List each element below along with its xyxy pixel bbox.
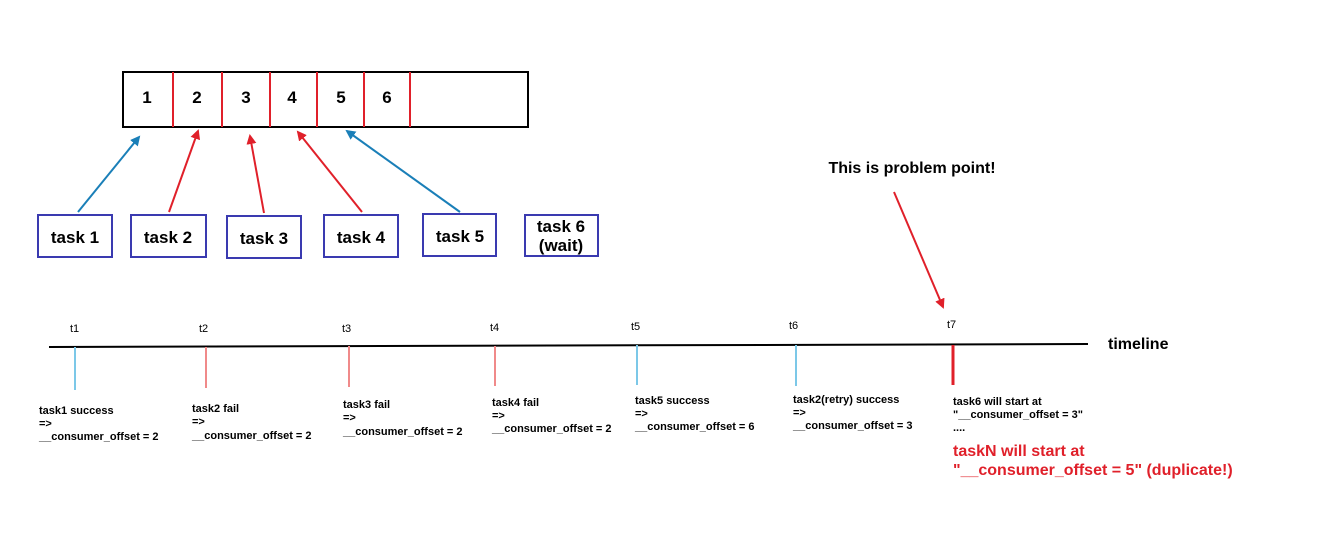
queue-cell-3: 3 <box>241 88 250 107</box>
event-t6-line1: task2(retry) success <box>793 394 899 406</box>
queue-cell-5: 5 <box>336 88 345 107</box>
tick-label-t5: t5 <box>631 321 640 333</box>
event-t7-line2: "__consumer_offset = 3" <box>953 409 1083 421</box>
tick-label-t4: t4 <box>490 322 499 334</box>
tick-label-t3: t3 <box>342 323 351 335</box>
event-t2-line1: task2 fail <box>192 403 239 415</box>
task-box-1 <box>37 214 113 258</box>
tick-label-t2: t2 <box>199 323 208 335</box>
task-box-2 <box>130 214 207 258</box>
task-box-6 <box>524 214 599 257</box>
tick-label-t7: t7 <box>947 319 956 331</box>
event-t4-line2: => <box>492 410 505 422</box>
event-t5-line3: __consumer_offset = 6 <box>634 421 755 433</box>
tick-label-t6: t6 <box>789 320 798 332</box>
task-label-6-line1: task 6 <box>537 217 585 236</box>
queue-cell-4: 4 <box>287 88 297 107</box>
task-label-1: task 1 <box>51 228 99 247</box>
event-t3-line2: => <box>343 412 356 424</box>
event-t2-line3: __consumer_offset = 2 <box>191 430 312 442</box>
task-label-4: task 4 <box>337 228 386 247</box>
problem-arrow <box>893 191 945 309</box>
task-box-5 <box>422 213 497 257</box>
tick-label-t1: t1 <box>70 323 79 335</box>
partition-queue: 1 2 3 4 5 6 <box>122 71 529 128</box>
event-t6-line3: __consumer_offset = 3 <box>792 420 913 432</box>
event-t2-line2: => <box>192 416 205 428</box>
queue-cell-1: 1 <box>142 88 151 107</box>
event-t7-line3: .... <box>953 422 965 434</box>
duplicate-note-line2: "__consumer_offset = 5" (duplicate!) <box>953 462 1233 479</box>
task-arrows <box>77 129 461 214</box>
event-t1-line3: __consumer_offset = 2 <box>38 431 159 443</box>
arrow-task5 <box>345 129 461 213</box>
timeline-axis <box>48 343 1089 348</box>
task-box-4 <box>323 214 399 258</box>
problem-point-label: This is problem point! <box>828 160 995 177</box>
task-label-2: task 2 <box>144 228 192 247</box>
task-box-3 <box>226 215 302 259</box>
task-label-3: task 3 <box>240 229 288 248</box>
queue-cell-6: 6 <box>382 88 391 107</box>
event-t5-line1: task5 success <box>635 395 710 407</box>
queue-frame <box>122 71 529 128</box>
event-t4-line1: task4 fail <box>492 397 539 409</box>
event-t3-line1: task3 fail <box>343 399 390 411</box>
event-t5-line2: => <box>635 408 648 420</box>
event-t7-line1: task6 will start at <box>953 396 1042 408</box>
arrow-task3 <box>246 134 265 214</box>
event-t1-line1: task1 success <box>39 405 114 417</box>
event-descriptions: task1 success => __consumer_offset = 2 t… <box>38 394 1233 479</box>
queue-cell-2: 2 <box>192 88 201 107</box>
arrow-task2 <box>168 129 201 213</box>
timeline: timeline t1 t2 t3 t4 t5 t6 t7 <box>48 319 1169 390</box>
timeline-label: timeline <box>1108 336 1169 353</box>
task-label-5: task 5 <box>436 227 484 246</box>
event-t6-line2: => <box>793 407 806 419</box>
duplicate-note-line1: taskN will start at <box>953 443 1085 460</box>
event-t1-line2: => <box>39 418 52 430</box>
event-t3-line3: __consumer_offset = 2 <box>342 426 463 438</box>
task-label-6-line2: (wait) <box>539 236 583 255</box>
arrow-task1 <box>77 135 141 213</box>
arrow-task4 <box>296 130 363 213</box>
task-boxes: task 1 task 2 task 3 task 4 task 5 task … <box>37 213 599 259</box>
event-t4-line3: __consumer_offset = 2 <box>491 423 612 435</box>
